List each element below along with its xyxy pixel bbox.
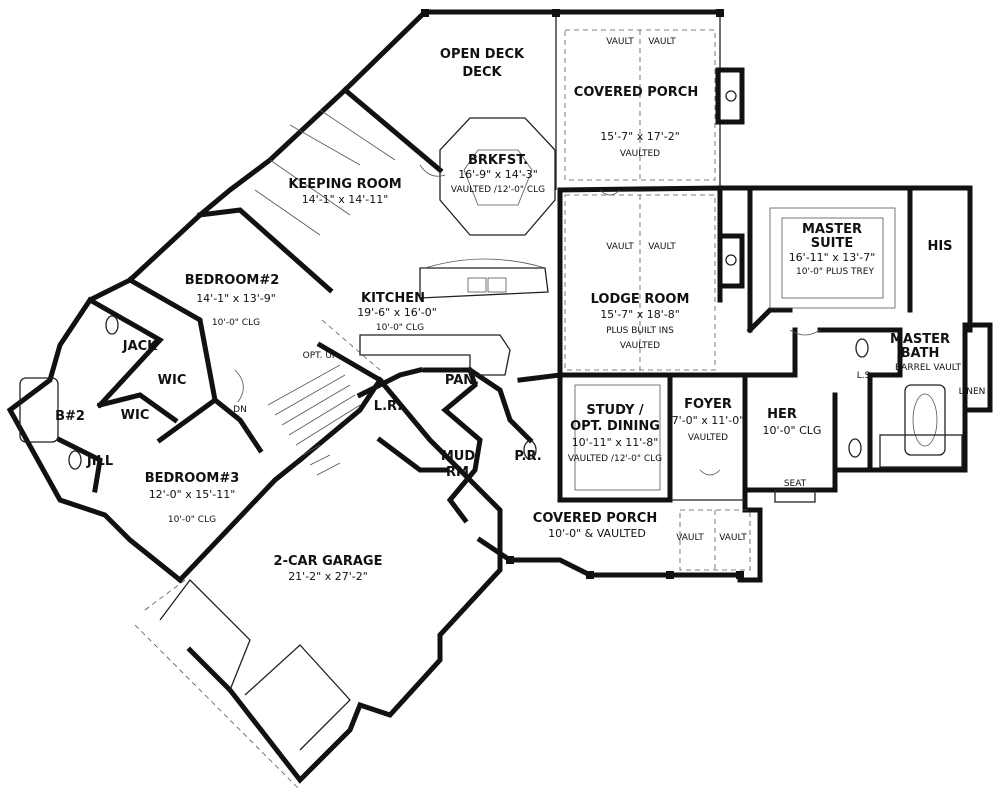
open-deck-label: OPEN DECK: [440, 47, 525, 62]
lr-label: L.R.: [374, 399, 402, 414]
bedroom2-label: BEDROOM#2: [185, 273, 280, 288]
covered-porch-rear-dims: 15'-7" x 17'-2": [600, 130, 680, 143]
master-suite-label: MASTER: [802, 222, 862, 237]
master-suite-label-2: SUITE: [811, 236, 854, 251]
fixtures: [19, 29, 963, 791]
lodge-vault-b: VAULT: [648, 242, 676, 252]
lodge-room-note: PLUS BUILT INS: [606, 326, 674, 336]
her-note: 10'-0" CLG: [763, 424, 822, 437]
brkfst-label: BRKFST.: [468, 153, 528, 168]
her-label: HER: [767, 407, 797, 422]
master-bath-label-2: BATH: [901, 346, 940, 361]
front-vault-b: VAULT: [719, 533, 747, 543]
bedroom3-label: BEDROOM#3: [145, 471, 240, 486]
keeping-room-label: KEEPING ROOM: [288, 177, 401, 192]
mud-label: MUD: [441, 449, 475, 464]
kitchen-label: KITCHEN: [361, 291, 425, 306]
study-dims: 10'-11" x 11'-8": [572, 436, 659, 449]
foyer-label: FOYER: [684, 397, 732, 412]
wic1-label: WIC: [158, 373, 187, 388]
bedroom2-note: 10'-0" CLG: [212, 318, 260, 328]
pr-label: P.R.: [514, 449, 541, 464]
opt-up-label: OPT. UP: [303, 351, 338, 361]
bedroom3-dims: 12'-0" x 15'-11": [149, 488, 236, 501]
garage-dims: 21'-2" x 27'-2": [288, 570, 368, 583]
covered-porch-front-label: COVERED PORCH: [533, 511, 657, 526]
lodge-room-label: LODGE ROOM: [591, 292, 690, 307]
master-bath-note: BARREL VAULT: [895, 363, 961, 373]
master-suite-note: 10'-0" PLUS TREY: [796, 267, 874, 277]
open-deck-label-2: DECK: [462, 65, 502, 80]
study-note: VAULTED /12'-0" CLG: [568, 454, 662, 464]
brkfst-dims: 16'-9" x 14'-3": [458, 168, 538, 181]
lodge-room-note2: VAULTED: [620, 341, 660, 351]
foyer-note: VAULTED: [688, 433, 728, 443]
foyer-dims: 7'-0" x 11'-0": [672, 414, 745, 427]
master-suite-dims: 16'-11" x 13'-7": [789, 251, 876, 264]
his-label: HIS: [927, 239, 952, 254]
porch-vault-b: VAULT: [648, 37, 676, 47]
garage-label: 2-CAR GARAGE: [274, 554, 383, 569]
mud-label-2: RM.: [446, 465, 474, 480]
pan-label: PAN.: [445, 373, 479, 388]
study-label: STUDY /: [586, 403, 644, 418]
wic2-label: WIC: [121, 408, 150, 423]
linen-label: LINEN: [959, 387, 986, 397]
bedroom3-note: 10'-0" CLG: [168, 515, 216, 525]
covered-porch-rear-label: COVERED PORCH: [574, 85, 698, 100]
jack-label: JACK: [122, 339, 158, 354]
master-bath-label: MASTER: [890, 332, 950, 347]
porch-vault-a: VAULT: [606, 37, 634, 47]
walls: [6, 9, 993, 784]
lodge-vault-a: VAULT: [606, 242, 634, 252]
covered-porch-rear-note: VAULTED: [620, 149, 660, 159]
bath2-label: B#2: [55, 409, 85, 424]
ls-label: L.S.: [857, 371, 873, 381]
kitchen-dims: 19'-6" x 16'-0": [357, 306, 437, 319]
lodge-room-dims: 15'-7" x 18'-8": [600, 308, 680, 321]
jill-label: JILL: [86, 454, 113, 469]
keeping-room-dims: 14'-1" x 14'-11": [302, 193, 389, 206]
kitchen-note: 10'-0" CLG: [376, 323, 424, 333]
seat-label: SEAT: [784, 479, 807, 489]
bedroom2-dims: 14'-1" x 13'-9": [196, 292, 276, 305]
room-labels: OPEN DECK DECK VAULT VAULT COVERED PORCH…: [55, 37, 985, 583]
study-label-2: OPT. DINING: [570, 419, 660, 434]
brkfst-note: VAULTED /12'-0" CLG: [451, 185, 545, 195]
front-vault-a: VAULT: [676, 533, 704, 543]
covered-porch-front-note: 10'-0" & VAULTED: [548, 527, 646, 540]
dn-label: DN: [233, 405, 247, 415]
